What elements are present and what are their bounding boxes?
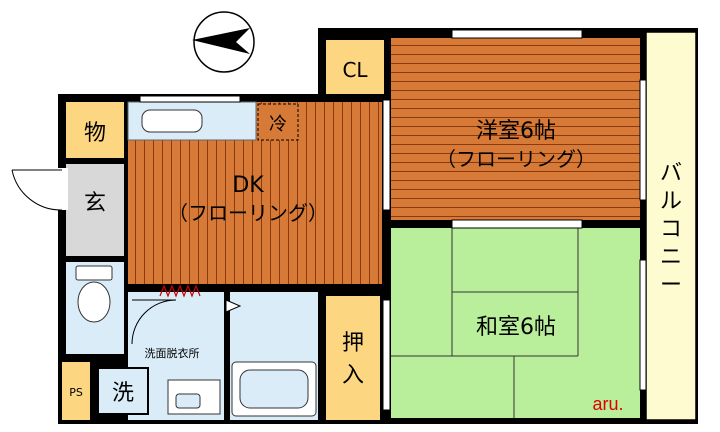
- washer-label: 洗: [112, 381, 134, 406]
- dressing-door: [131, 299, 177, 345]
- balcony-label-3: コ: [660, 217, 682, 242]
- compass-icon: [192, 11, 255, 73]
- toilet-icon: [75, 265, 113, 323]
- bathtub-icon: [231, 361, 317, 417]
- balcony-label-2: ル: [660, 189, 682, 214]
- washer-box: [97, 367, 149, 415]
- pipe-shaft: [62, 362, 90, 420]
- dk-floor: （フローリング）: [168, 201, 328, 225]
- room-storage: [66, 102, 124, 158]
- dk-name: DK: [232, 173, 264, 198]
- balcony-label-5: ー: [660, 273, 682, 298]
- accordion-partition: [159, 284, 201, 298]
- closet-label: CL: [342, 58, 368, 82]
- oshiire-label-2: 入: [342, 363, 364, 388]
- room-western: [391, 38, 640, 220]
- fridge-spot: [257, 103, 299, 141]
- balcony-label-1: バ: [660, 161, 682, 186]
- balcony-label-4: ニ: [660, 245, 682, 270]
- fridge-label: 冷: [269, 114, 287, 135]
- sink-icon: [167, 379, 221, 415]
- room-closet: [326, 40, 384, 94]
- entrance-label: 玄: [84, 191, 106, 216]
- dressing-label: 洗面脱衣所: [145, 346, 200, 360]
- bath-door-marker: [225, 299, 242, 313]
- western-room-floor: （フローリング）: [436, 147, 596, 171]
- ps-label: PS: [69, 386, 83, 399]
- western-room-name: 洋室6帖: [476, 119, 556, 144]
- storage-label: 物: [84, 121, 106, 146]
- room-entrance: [66, 164, 124, 256]
- room-japanese: [391, 228, 640, 418]
- oshiire-label-1: 押: [342, 331, 364, 356]
- entrance-door: [11, 168, 68, 211]
- japanese-room-name: 和室6帖: [476, 315, 556, 340]
- room-oshiire: [326, 296, 380, 420]
- balcony: [645, 31, 697, 421]
- kitchen-sink-icon: [141, 109, 203, 133]
- credit-text: aru.: [592, 394, 623, 414]
